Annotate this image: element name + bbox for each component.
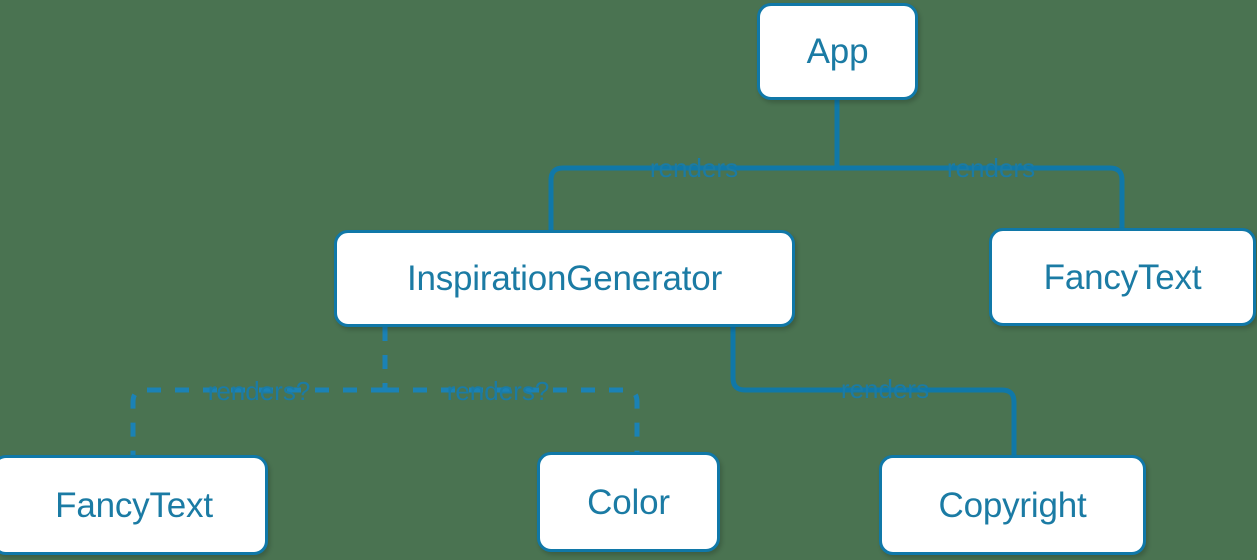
edge-inspirationgenerator-to-color-dashed [385, 387, 640, 452]
node-copyright[interactable]: Copyright [879, 455, 1146, 555]
node-app[interactable]: App [757, 3, 918, 100]
node-color[interactable]: Color [537, 452, 720, 552]
edge-inspirationgenerator-to-copyright [730, 327, 1017, 455]
node-color-label: Color [587, 482, 670, 522]
node-fancytext-right-label: FancyText [1043, 257, 1202, 297]
node-fancytext-bottom-label: FancyText [55, 485, 213, 525]
edge-inspirationgenerator-to-fancytext-dashed [130, 387, 385, 455]
node-copyright-label: Copyright [938, 485, 1087, 525]
node-fancytext-right[interactable]: FancyText [989, 228, 1256, 326]
edge-label-inspirationgenerator-to-color: renders? [446, 376, 550, 406]
edge-label-inspirationgenerator-to-copyright: renders [840, 374, 930, 404]
node-app-label: App [806, 32, 869, 71]
edge-label-app-to-inspirationgenerator: renders [649, 153, 739, 183]
edge-label-inspirationgenerator-to-fancytext: renders? [207, 376, 311, 406]
node-fancytext-bottom[interactable]: FancyText [0, 455, 268, 555]
edge-app-to-fancytext [837, 165, 1125, 228]
edge-label-app-to-fancytext: renders [946, 153, 1036, 183]
node-inspirationgenerator-label: InspirationGenerator [406, 259, 723, 298]
node-inspirationgenerator[interactable]: InspirationGenerator [334, 230, 795, 327]
edge-app-to-inspirationgenerator [548, 165, 837, 230]
